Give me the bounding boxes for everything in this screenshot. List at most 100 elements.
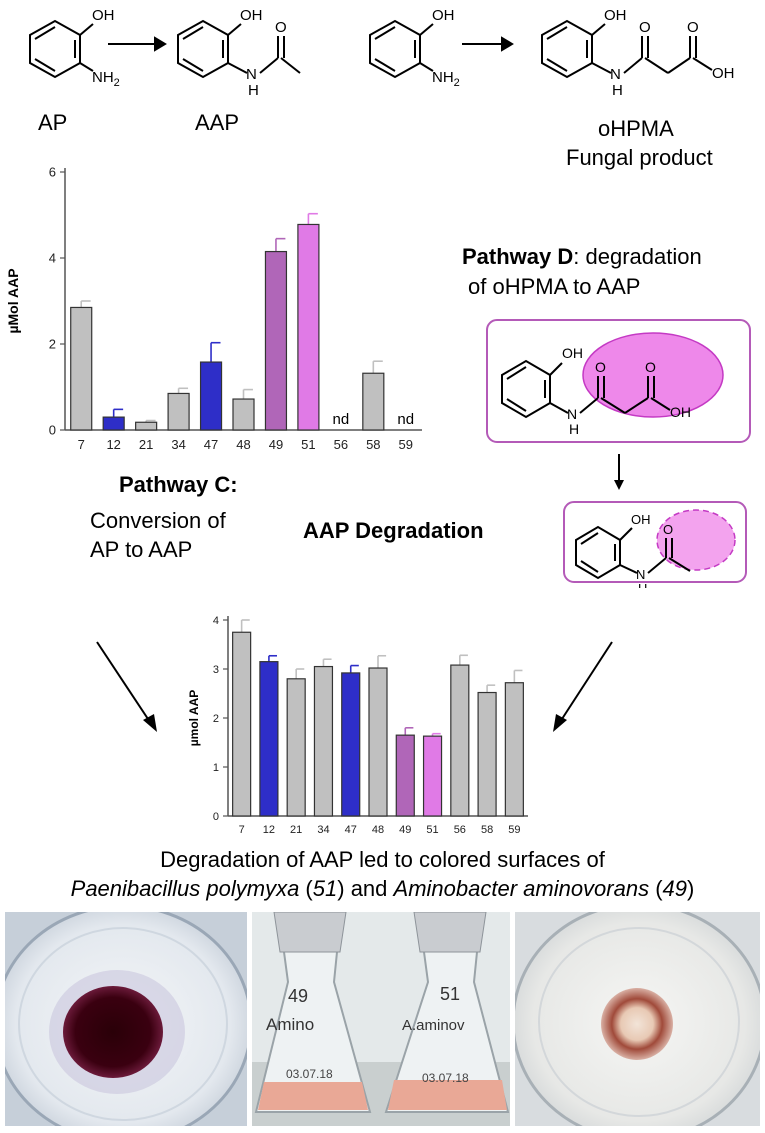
bar-12	[102, 416, 125, 431]
photo-petri-dish-51	[515, 912, 760, 1126]
atom-h-2: H	[612, 82, 623, 99]
bar-47	[341, 672, 361, 817]
pathway-c-line1: Conversion of	[90, 508, 226, 533]
aap-degradation-title: AAP Degradation	[303, 518, 484, 543]
label-fungal-product: Fungal product	[566, 145, 713, 170]
y-tick-label: 2	[213, 713, 219, 725]
aap-structure-boxed	[575, 525, 691, 580]
atom-oh-4: OH	[604, 7, 627, 24]
x-tick-label: 12	[263, 824, 275, 836]
flask-right-number: 51	[440, 984, 460, 1004]
pathway-d-line2: of oHPMA to AAP	[468, 274, 641, 299]
atom-o-boxed-2: O	[645, 359, 656, 375]
x-tick-label: 56	[454, 824, 466, 836]
aap-molecule-structure	[177, 19, 301, 79]
x-tick-label: 49	[399, 824, 411, 836]
y-tick-label: 3	[213, 664, 219, 676]
atom-oh-boxed-3: OH	[631, 512, 651, 527]
bar-7	[70, 306, 93, 431]
x-tick-label: 49	[269, 437, 283, 452]
x-tick-label: 59	[399, 437, 413, 452]
flask-left-text: Amino	[266, 1015, 314, 1034]
flask-left: 49 Amino 03.07.18	[254, 912, 372, 1113]
atom-o-boxed-1: O	[595, 359, 606, 375]
bar-56	[450, 664, 470, 817]
x-tick-label: 12	[106, 437, 120, 452]
bar-7	[232, 631, 252, 817]
atom-o-boxed-3: O	[663, 522, 673, 537]
bar-47	[199, 361, 223, 431]
x-tick-label: 7	[239, 824, 245, 836]
flask-left-date: 03.07.18	[286, 1067, 333, 1081]
malonyl-highlight	[582, 332, 724, 418]
pathway-c-title: Pathway C:	[119, 472, 238, 497]
flask-left-number: 49	[288, 986, 308, 1006]
caption-line2: Paenibacillus polymyxa (51) and Aminobac…	[70, 876, 695, 901]
x-tick-label: 58	[481, 824, 493, 836]
arrow-left	[96, 641, 151, 723]
label-ohpma: oHPMA	[598, 116, 674, 141]
bar-21	[286, 678, 306, 817]
x-tick-label: 21	[139, 437, 153, 452]
bar-59	[504, 682, 524, 817]
bar-58	[477, 691, 497, 817]
y-axis-label: µMol AAP	[5, 268, 21, 333]
bar-12	[259, 661, 279, 817]
atom-nh2-1: NH2	[92, 69, 120, 89]
x-tick-label: 58	[366, 437, 380, 452]
pathway-c-line2: AP to AAP	[90, 537, 193, 562]
flask-right-text: A.aminov	[402, 1017, 465, 1034]
bar-21	[135, 421, 158, 431]
x-tick-label: 34	[171, 437, 185, 452]
photo-flasks: 49 Amino 03.07.18 51 A.aminov 03.07.18	[252, 912, 510, 1126]
atom-oh-boxed-2: OH	[670, 404, 691, 420]
atom-oh-2: OH	[240, 7, 263, 24]
bar-48	[232, 398, 255, 431]
photo-petri-dish-49	[5, 912, 247, 1126]
caption-line1: Degradation of AAP led to colored surfac…	[160, 847, 605, 872]
y-tick-label: 4	[213, 615, 219, 627]
label-ap: AP	[38, 110, 68, 135]
x-tick-label: 21	[290, 824, 302, 836]
y-tick-label: 0	[213, 811, 219, 823]
label-aap: AAP	[195, 110, 240, 135]
bar-49	[264, 250, 288, 431]
atom-n-2: N	[610, 66, 621, 83]
flask-right: 51 A.aminov 03.07.18	[384, 912, 510, 1113]
x-tick-label: 56	[334, 437, 348, 452]
bar-34	[313, 665, 334, 817]
atom-o-1: O	[275, 19, 287, 36]
ohpma-molecule-structure	[541, 19, 713, 79]
x-tick-label: 47	[204, 437, 218, 452]
atom-nh2-2: NH2	[432, 69, 460, 89]
arrow-right	[559, 641, 613, 723]
x-tick-label: 51	[301, 437, 315, 452]
ap-molecule-structure-2	[369, 19, 434, 79]
pathway-d-diagram: OH N H O O OH OH N H O	[486, 319, 751, 588]
acetyl-highlight	[656, 509, 736, 571]
atom-oh-5: OH	[712, 65, 735, 82]
y-tick-label: 4	[49, 251, 56, 266]
atom-oh-3: OH	[432, 7, 455, 24]
bar-51	[422, 735, 443, 817]
atom-oh-1: OH	[92, 7, 115, 24]
atom-h-boxed-2: H	[638, 581, 647, 588]
x-tick-label: 48	[236, 437, 250, 452]
bar-34	[167, 392, 190, 431]
x-tick-label: 34	[317, 824, 329, 836]
x-tick-label: 59	[508, 824, 520, 836]
atom-o-3: O	[687, 19, 699, 36]
y-tick-label: 0	[49, 423, 56, 438]
y-tick-label: 6	[49, 165, 56, 180]
bar-51	[297, 223, 320, 431]
y-tick-label: 1	[213, 762, 219, 774]
bar-58	[362, 372, 385, 431]
atom-oh-boxed: OH	[562, 345, 583, 361]
reaction-schemes: OH NH2 OH N H O OH NH2 OH N H O O OH	[29, 7, 735, 99]
converging-arrows	[96, 641, 613, 732]
ohpma-structure-boxed	[501, 359, 671, 419]
x-tick-label: 48	[372, 824, 384, 836]
y-axis-label: µmol AAP	[187, 690, 201, 746]
